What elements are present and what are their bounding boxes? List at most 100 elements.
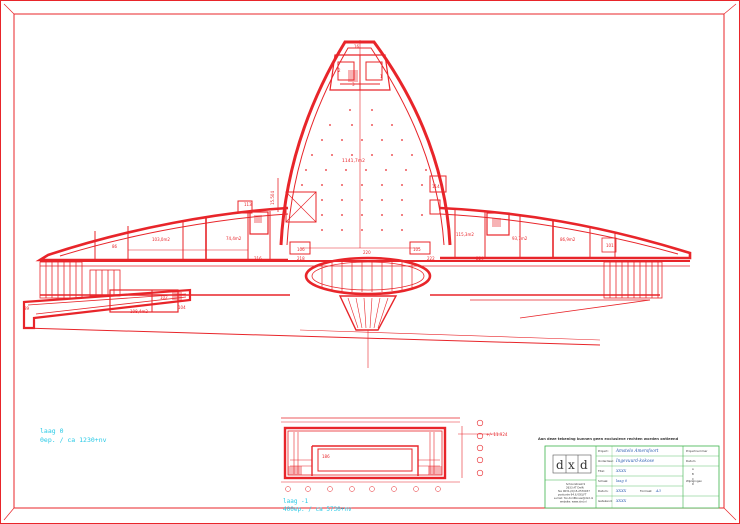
- level-0-sublabel: 0ep. / ca 1230+nv: [40, 436, 107, 444]
- column-dot: [401, 184, 403, 186]
- column-dot: [321, 199, 323, 201]
- column-dot: [371, 154, 373, 156]
- column-dot: [381, 139, 383, 141]
- room-label: 115,3m2: [456, 232, 474, 237]
- firm-address-line: 2633 AT Delft: [566, 486, 584, 490]
- room-label: 93,7m2: [512, 236, 528, 241]
- room-label: 74,4m2: [226, 236, 242, 241]
- column-dot: [305, 169, 307, 171]
- titleblock-note: Wijzigingen: [686, 479, 702, 483]
- column-dot: [381, 229, 383, 231]
- column-dot: [425, 169, 427, 171]
- room-label: 113: [244, 202, 252, 207]
- column-dot: [321, 214, 323, 216]
- column-dot: [351, 124, 353, 126]
- room-label-hall-area: 1141,7m2: [342, 158, 365, 164]
- room-label: 86: [112, 244, 118, 249]
- column-dot: [341, 184, 343, 186]
- column-dot: [391, 124, 393, 126]
- column-dot: [371, 109, 373, 111]
- titleblock-key: Schaal:: [598, 479, 608, 483]
- column-dot: [321, 184, 323, 186]
- column-dot: [301, 184, 303, 186]
- column-dot: [341, 214, 343, 216]
- column-dot: [361, 139, 363, 141]
- titleblock-date-value: XXXX: [615, 489, 627, 493]
- titleblock-key: Getekend:: [598, 499, 612, 503]
- titleblock-key: Project:: [598, 449, 609, 453]
- revision-mark: D: [692, 482, 694, 486]
- room-label: 3: [352, 82, 355, 87]
- titleblock-project-value: Amstelo Amersfoort: [615, 448, 659, 453]
- room-label: 216: [254, 256, 262, 261]
- room-label: 16: [354, 44, 360, 49]
- titleblock-title-value: XXXX: [615, 469, 627, 473]
- room-label: 86,9m2: [560, 237, 576, 242]
- titleblock-key: Formaat: [640, 489, 652, 493]
- column-dot: [381, 184, 383, 186]
- room-label: 106: [297, 247, 305, 252]
- level-minus-1-sublabel: 400ep. / ca 5730+nv: [283, 506, 352, 513]
- column-dot: [381, 214, 383, 216]
- firm-address-line: Schoorstraat 9: [566, 482, 585, 486]
- room-label: 218: [297, 256, 305, 261]
- firm-address-line: fax 0031-(0)15-2570037: [558, 489, 590, 493]
- column-dot: [385, 169, 387, 171]
- dimension-label: 15.504: [270, 191, 275, 205]
- column-dot: [361, 184, 363, 186]
- room-label: 108,4m2: [130, 309, 148, 314]
- column-dot: [361, 199, 363, 201]
- floor-plan-level-0: [22, 40, 692, 368]
- room-label: 222: [427, 256, 435, 261]
- firm-address-line: website: www.dxd.nl: [560, 500, 587, 504]
- column-dot: [311, 154, 313, 156]
- column-dot: [365, 169, 367, 171]
- column-dot: [341, 139, 343, 141]
- column-dot: [361, 214, 363, 216]
- title-block: d x d Schoorstraat 9 2633 AT Delft fax 0…: [544, 445, 720, 509]
- room-label: 103,0m2: [152, 237, 170, 242]
- room-label: 105: [413, 247, 421, 252]
- titleblock-key: Titel:: [597, 469, 605, 473]
- firm-address-line: postcode 94 JU DELFT: [558, 493, 587, 497]
- dimension-label-level-minus-1: +/- 11.924: [486, 432, 508, 437]
- room-label-level-minus-1: 186: [322, 454, 330, 459]
- column-dot: [321, 139, 323, 141]
- titleblock-format-value: A3: [655, 489, 662, 493]
- titleblock-key: Onderdeel:: [598, 459, 614, 463]
- column-dot: [371, 124, 373, 126]
- firm-logo: d x d: [552, 454, 592, 474]
- revision-mark: B: [692, 472, 694, 476]
- titleblock-note: Projectnummer: [686, 449, 708, 453]
- column-dot: [421, 214, 423, 216]
- column-dot: [349, 109, 351, 111]
- room-label: 220: [363, 250, 371, 255]
- column-dot: [321, 229, 323, 231]
- column-dot: [401, 199, 403, 201]
- room-label: 1: [380, 74, 383, 79]
- titleblock-part-value: Ingevuurd-kokose: [615, 458, 655, 463]
- column-dot: [405, 169, 407, 171]
- column-dot: [325, 169, 327, 171]
- column-dot: [329, 124, 331, 126]
- column-dot: [401, 229, 403, 231]
- logo-letter-2: x: [568, 458, 575, 472]
- floor-plan-level-minus-1: [281, 417, 500, 492]
- structural-columns: [301, 109, 427, 231]
- titleblock-note: Datum: [686, 459, 696, 463]
- room-label: 101: [606, 243, 614, 248]
- level-0-label: laag 0: [40, 427, 64, 435]
- column-dot: [391, 154, 393, 156]
- disclaimer-text: Aan deze tekening kunnen geen exclusieve…: [538, 437, 679, 441]
- titleblock-scale-value: laag 0: [616, 479, 628, 483]
- titleblock-drawn-value: XXXX: [615, 499, 627, 503]
- column-dot: [341, 199, 343, 201]
- logo-letter-1: d: [556, 458, 564, 472]
- room-label: 104: [178, 305, 186, 310]
- level-minus-1-label: laag -1: [283, 498, 309, 505]
- room-label: 224: [476, 256, 484, 261]
- revision-mark: C: [692, 477, 694, 481]
- firm-address-line: e-mail: fox.dordtbouw@dxd.nl: [554, 496, 593, 500]
- column-dot: [381, 199, 383, 201]
